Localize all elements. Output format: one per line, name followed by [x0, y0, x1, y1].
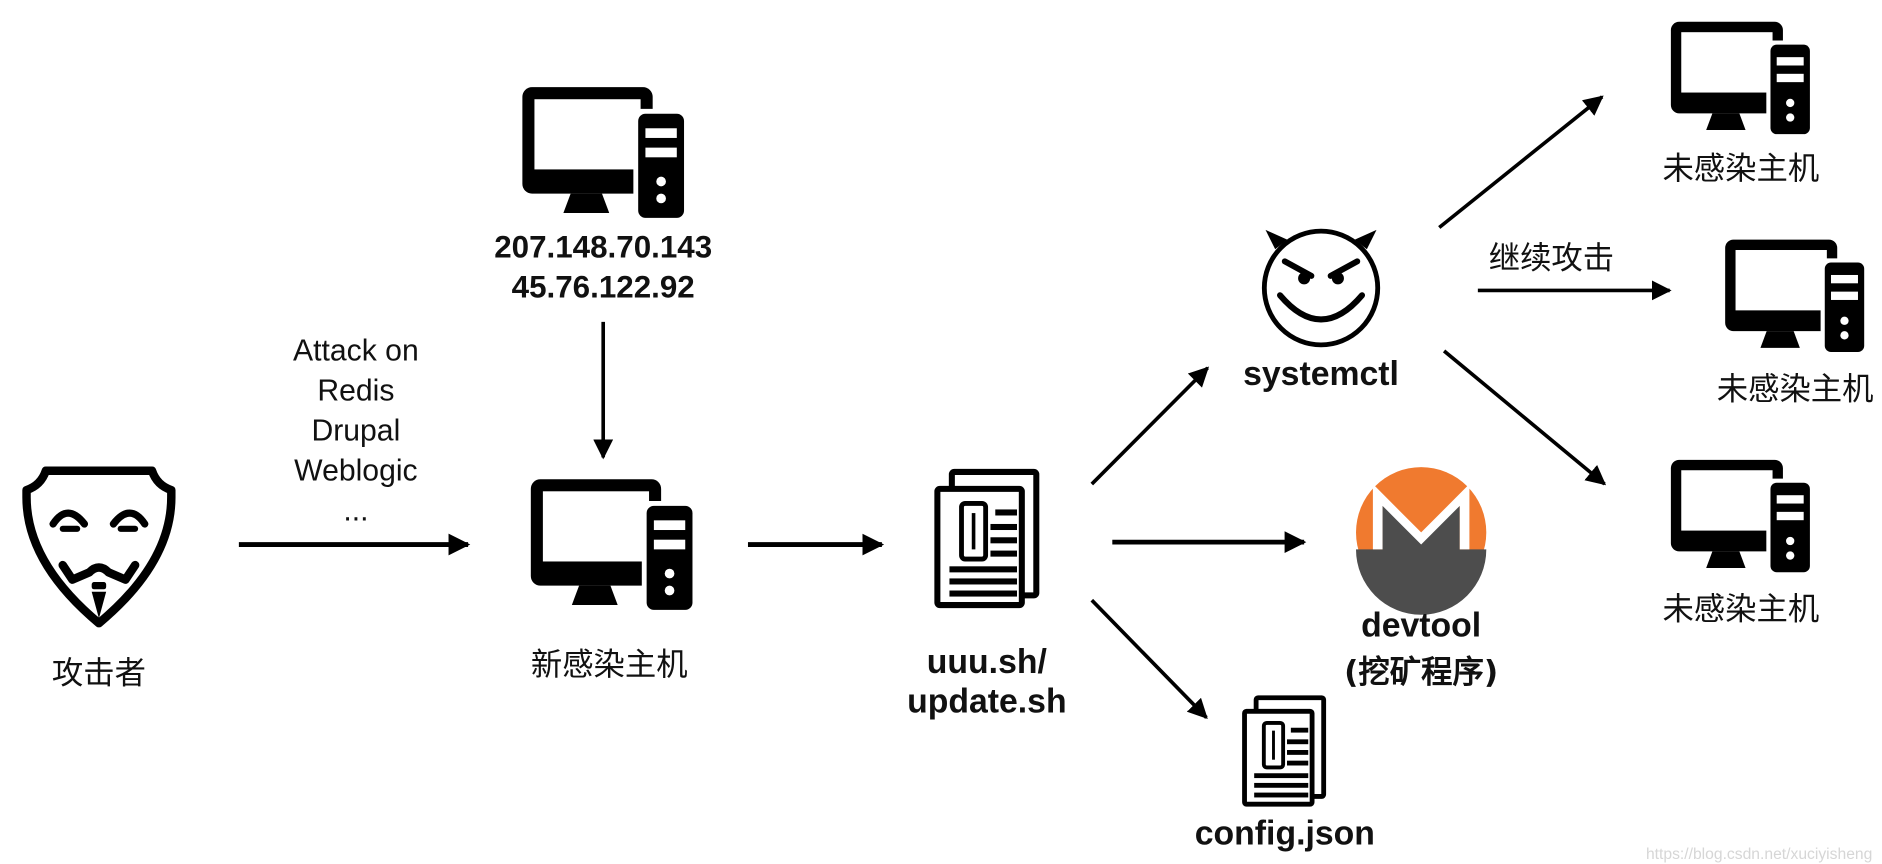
- attack-label-line: Redis: [317, 374, 394, 407]
- uninfected-mid-node: 未感染主机: [1717, 239, 1874, 407]
- uninfected-bottom-node: 未感染主机: [1662, 459, 1819, 628]
- c2-ip-1: 207.148.70.143: [494, 230, 712, 265]
- attack-label-line: Weblogic: [294, 454, 417, 487]
- desktop-computer-icon: [1670, 21, 1810, 137]
- arrow-script-to-config: [1090, 598, 1208, 720]
- desktop-computer-icon: [1670, 459, 1810, 575]
- attack-label-line: Attack on: [293, 335, 419, 368]
- uninfected-label: 未感染主机: [1662, 592, 1819, 628]
- devil-face-icon: [1261, 228, 1381, 348]
- arrow-systemctl-to-uninfected-bottom: [1442, 349, 1607, 486]
- document-icon: [937, 472, 1036, 605]
- uninfected-label: 未感染主机: [1717, 371, 1874, 407]
- script-label-line: uuu.sh/: [927, 643, 1048, 681]
- desktop-computer-icon: [522, 87, 685, 221]
- arrow-systemctl-to-uninfected-top: [1438, 95, 1604, 229]
- devtool-sublabel: (挖矿程序): [1344, 653, 1498, 690]
- continue-attack-label: 继续攻击: [1489, 241, 1614, 277]
- attacker-node: 攻击者: [22, 466, 176, 692]
- systemctl-node: systemctl: [1243, 228, 1399, 393]
- uninfected-label: 未感染主机: [1662, 151, 1819, 187]
- script-node: uuu.sh/ update.sh: [907, 472, 1067, 721]
- new-host-node: 新感染主机: [530, 479, 693, 683]
- monero-logo-icon: [1356, 467, 1487, 615]
- desktop-computer-icon: [530, 479, 693, 613]
- attack-label-line: Drupal: [311, 414, 400, 447]
- attack-label-line: ...: [343, 494, 368, 527]
- devtool-label: devtool: [1361, 606, 1481, 644]
- script-label-line: update.sh: [907, 683, 1067, 721]
- attack-vector-label: Attack on Redis Drupal Weblogic ...: [293, 335, 419, 528]
- uninfected-top-node: 未感染主机: [1662, 21, 1819, 187]
- c2-server-node: 207.148.70.143 45.76.122.92: [494, 87, 712, 305]
- new-host-label: 新感染主机: [531, 647, 688, 683]
- desktop-computer-icon: [1725, 239, 1865, 355]
- arrow-script-to-systemctl: [1090, 366, 1210, 486]
- config-node: config.json: [1195, 698, 1375, 853]
- document-icon: [1245, 698, 1324, 804]
- config-label: config.json: [1195, 815, 1375, 853]
- watermark: https://blog.csdn.net/xuciyisheng: [1646, 846, 1872, 863]
- devtool-node: devtool (挖矿程序): [1344, 467, 1498, 690]
- anonymous-mask-icon: [22, 466, 176, 628]
- c2-ip-2: 45.76.122.92: [512, 270, 695, 305]
- systemctl-label: systemctl: [1243, 355, 1399, 393]
- attacker-label: 攻击者: [52, 656, 146, 692]
